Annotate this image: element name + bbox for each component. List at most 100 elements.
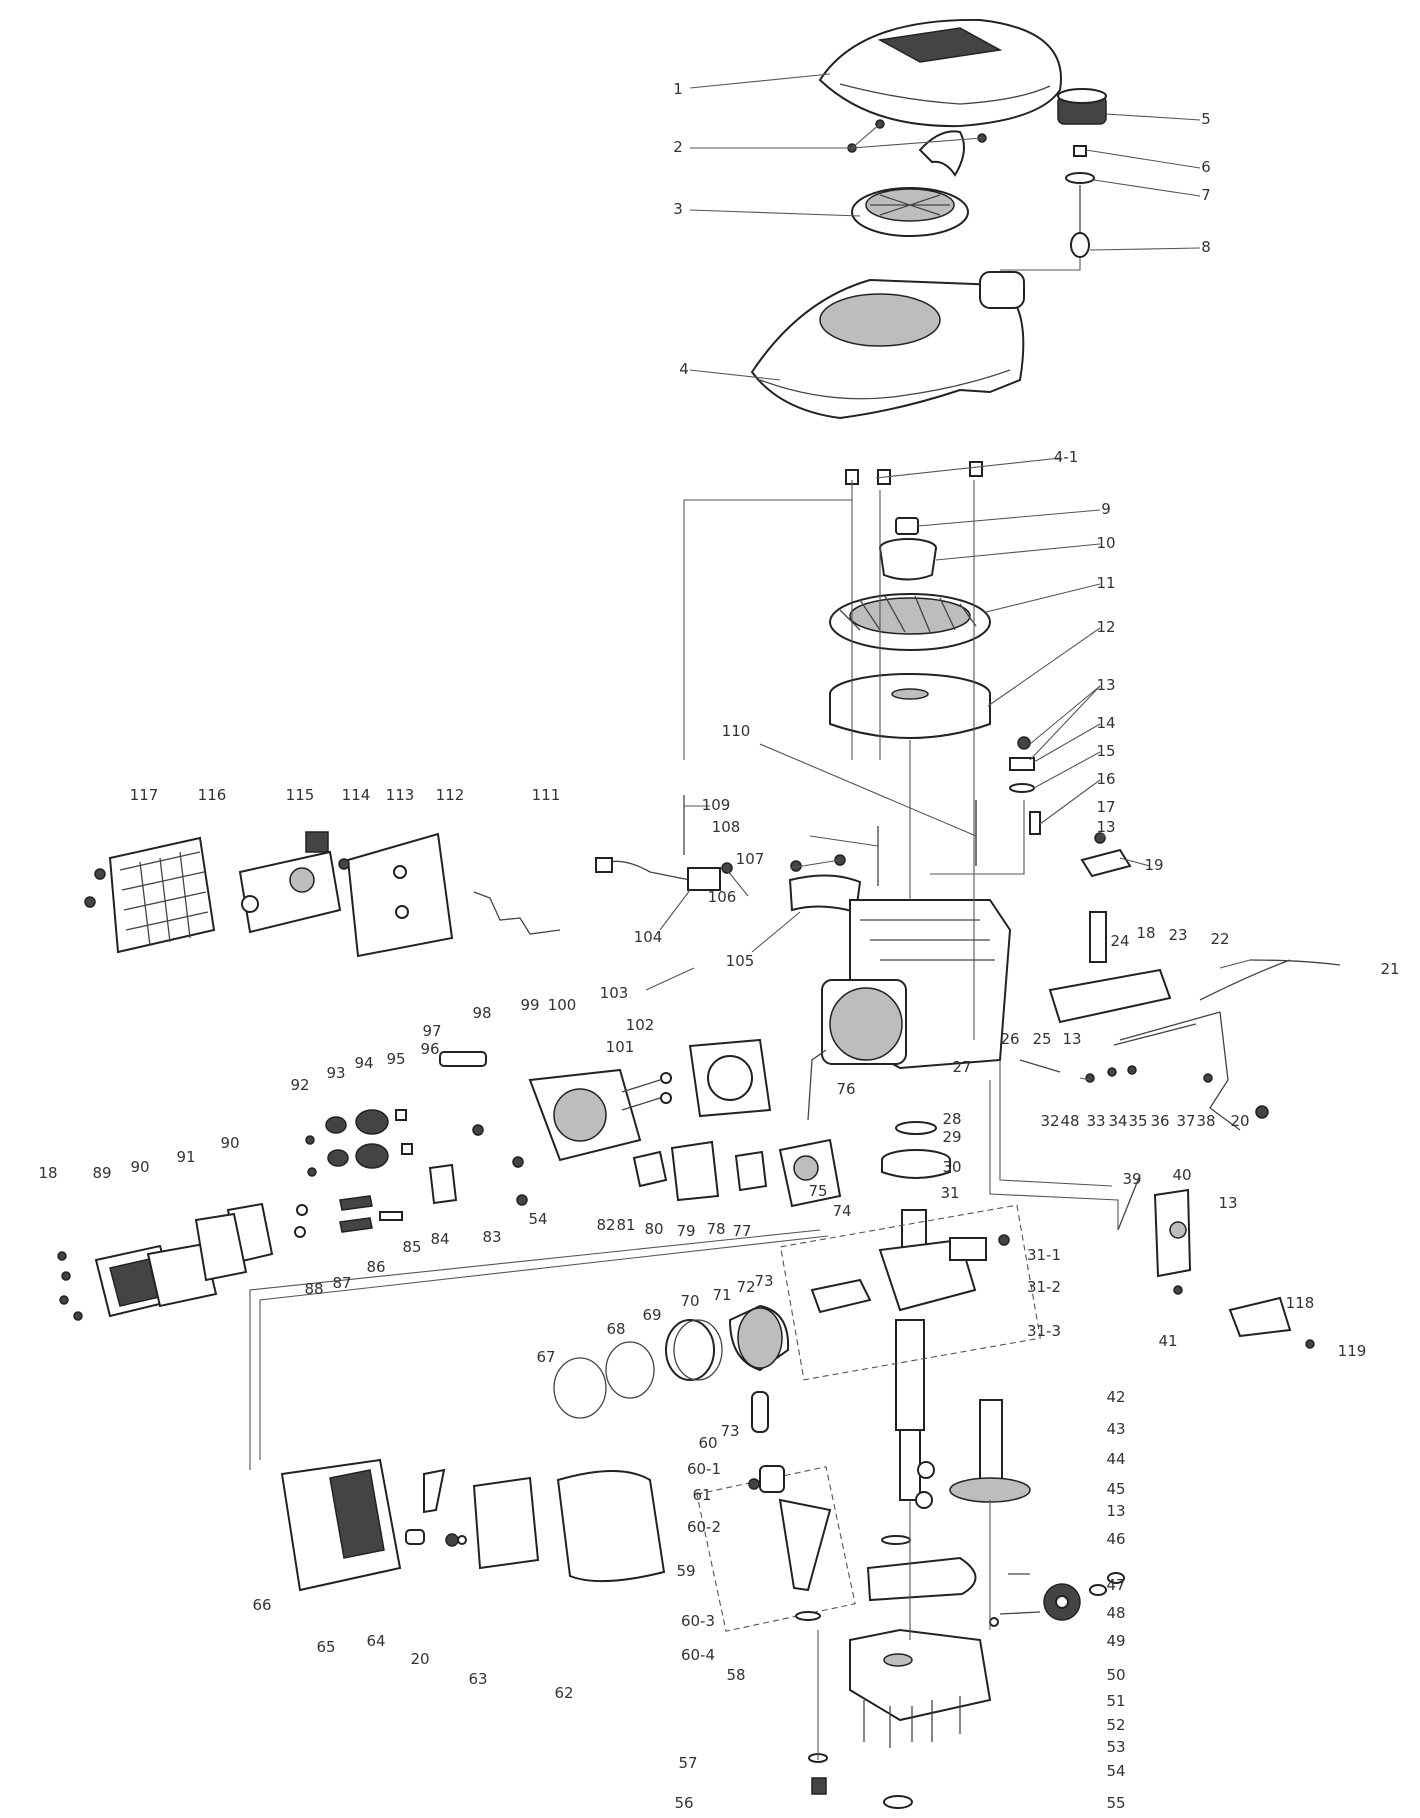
part-112-heat-shield — [346, 832, 454, 958]
part-44-washer — [881, 1535, 911, 1545]
part-label-49: 49 — [1106, 1632, 1125, 1650]
part-label-20a: 20 — [1230, 1112, 1249, 1130]
part-label-21: 21 — [1380, 960, 1399, 978]
part-47-nut — [1107, 1572, 1125, 1584]
part-118-bracket — [1228, 1296, 1292, 1338]
part-label-60: 60 — [698, 1434, 717, 1452]
part-label-50: 50 — [1106, 1666, 1125, 1684]
part-61-bolt — [748, 1478, 760, 1490]
part-label-117: 117 — [130, 786, 159, 804]
part-113-bolt — [338, 858, 350, 870]
part-label-78: 78 — [706, 1220, 725, 1238]
part-label-18a: 18 — [1136, 924, 1155, 942]
part-label-57: 57 — [678, 1754, 697, 1772]
part-label-69: 69 — [642, 1306, 661, 1324]
part-8-strainer — [1070, 185, 1090, 258]
part-51-washer — [989, 1617, 999, 1627]
part-label-38: 38 — [1196, 1112, 1215, 1130]
part-label-83: 83 — [482, 1228, 501, 1246]
part-label-115: 115 — [286, 786, 315, 804]
part-20-nut — [445, 1533, 467, 1547]
part-label-84: 84 — [430, 1230, 449, 1248]
part-label-74: 74 — [832, 1202, 851, 1220]
part-45-gasket — [866, 1556, 977, 1602]
part-72-piston — [728, 1304, 790, 1372]
part-62-filter-cover — [556, 1470, 666, 1583]
part-23-governor-plate — [1048, 911, 1172, 1024]
part-1-top-cover — [818, 18, 1062, 128]
part-77-gasket — [734, 1150, 768, 1192]
part-label-82: 82 — [596, 1216, 615, 1234]
part-label-2: 2 — [673, 138, 683, 156]
part-number-labels: 123456784-191011121314151617131911010910… — [38, 80, 1399, 1812]
part-label-72: 72 — [736, 1278, 755, 1296]
part-label-37: 37 — [1176, 1112, 1195, 1130]
part-label-64: 64 — [366, 1632, 385, 1650]
part-label-40: 40 — [1172, 1166, 1191, 1184]
part-75-carburetor — [778, 1138, 842, 1208]
part-label-4: 4 — [679, 360, 689, 378]
part-39-lever — [1117, 1174, 1141, 1231]
part-43-tappets — [915, 1461, 935, 1509]
part-label-99: 99 — [520, 996, 539, 1014]
part-label-60-1: 60-1 — [687, 1460, 721, 1478]
part-102-head-gasket — [688, 1038, 772, 1118]
part-7-gasket — [1065, 172, 1095, 184]
assembly-guide-lines — [249, 258, 1119, 1760]
part-41-pin — [1173, 1285, 1183, 1295]
part-label-36: 36 — [1150, 1112, 1169, 1130]
part-label-19: 19 — [1144, 856, 1163, 874]
part-116-muffler-guard — [108, 836, 216, 954]
part-label-12: 12 — [1096, 618, 1115, 636]
part-115-muffler — [238, 850, 342, 934]
part-label-80: 80 — [644, 1220, 663, 1238]
part-label-54b: 54 — [1106, 1762, 1125, 1780]
part-label-6: 6 — [1201, 158, 1211, 176]
part-label-118: 118 — [1286, 1294, 1315, 1312]
part-label-101: 101 — [606, 1038, 635, 1056]
part-79-insulator — [670, 1140, 720, 1202]
part-label-4-1: 4-1 — [1054, 448, 1079, 466]
part-label-52: 52 — [1106, 1716, 1125, 1734]
part-64-bushing — [405, 1529, 425, 1545]
part-label-47: 47 — [1106, 1576, 1125, 1594]
part-label-17: 17 — [1096, 798, 1115, 816]
part-59-fill-tube — [778, 1498, 832, 1592]
part-label-55: 55 — [1106, 1794, 1125, 1812]
part-label-39: 39 — [1122, 1170, 1141, 1188]
part-label-97: 97 — [422, 1022, 441, 1040]
part-label-54a: 54 — [528, 1210, 547, 1228]
part-label-41: 41 — [1158, 1332, 1177, 1350]
part-63-filter-element — [472, 1476, 540, 1570]
part-40-plate — [1153, 1188, 1192, 1278]
part-60-4-oring — [795, 1611, 821, 1621]
part-14-bracket — [1009, 736, 1041, 835]
part-18-screws — [57, 1251, 83, 1321]
part-19-control-bracket — [1080, 832, 1132, 878]
part-114-bracket — [305, 831, 329, 853]
part-6-washer — [1073, 145, 1087, 157]
part-28-seal — [895, 1121, 937, 1135]
part-65-bracket — [423, 1468, 446, 1514]
part-68-ring — [605, 1341, 655, 1399]
part-label-42: 42 — [1106, 1388, 1125, 1406]
part-label-65: 65 — [316, 1638, 335, 1656]
part-label-22: 22 — [1210, 930, 1229, 948]
part-label-100: 100 — [548, 996, 577, 1014]
part-69-ring — [665, 1319, 723, 1381]
part-11-cooling-fan — [829, 593, 991, 651]
label-leader-lines — [645, 73, 1251, 1081]
part-label-60-2: 60-2 — [687, 1518, 721, 1536]
part-label-13a: 13 — [1096, 676, 1115, 694]
part-60-1-dipstick-cap — [759, 1465, 785, 1493]
part-label-70: 70 — [680, 1292, 699, 1310]
part-label-9: 9 — [1101, 500, 1111, 518]
part-label-29: 29 — [942, 1128, 961, 1146]
part-111-throttle-link — [473, 891, 561, 935]
part-31-crank-group-box — [779, 1204, 1041, 1381]
part-label-116: 116 — [198, 786, 227, 804]
part-label-63: 63 — [468, 1670, 487, 1688]
part-53-sump — [849, 1628, 992, 1722]
part-label-67: 67 — [536, 1348, 555, 1366]
